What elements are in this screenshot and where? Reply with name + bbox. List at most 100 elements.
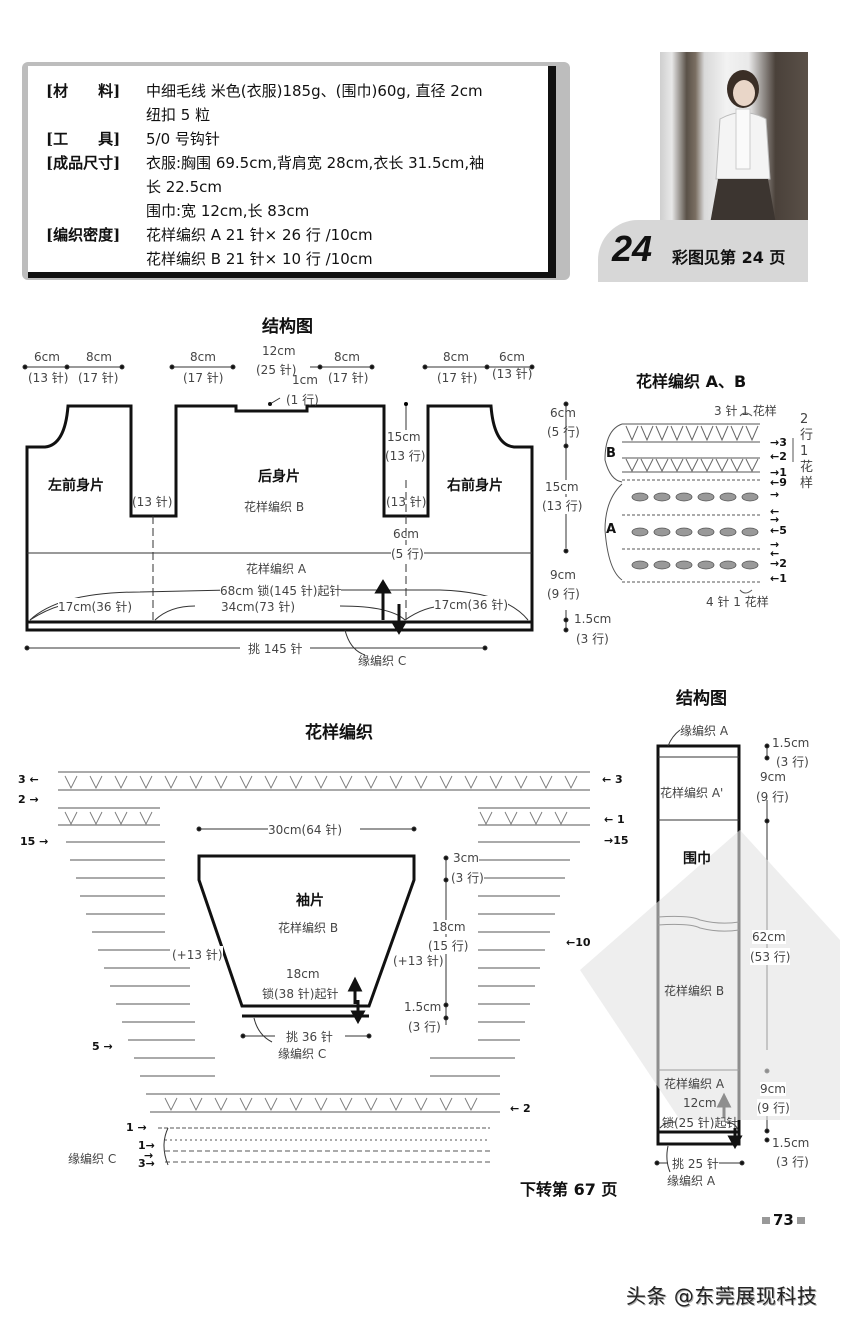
armhole-depth: 15cm (387, 430, 421, 444)
scarf-dim-rows: (3 行) (776, 755, 809, 769)
row-mark: ←2 (770, 450, 787, 463)
armhole-base: 6cm (393, 527, 419, 541)
pattern-b-label: 花样编织 B (244, 500, 305, 514)
dim-left-shoulder: 6cm (34, 350, 60, 364)
scarf-dim: 9cm (760, 1082, 786, 1096)
source-watermark: 头条 @东莞展现科技 (626, 1284, 818, 1308)
sleeve-piece-label: 袖片 (296, 893, 324, 909)
pickup-label: 挑 145 针 (248, 640, 303, 657)
row-mark-right: ←10 (566, 936, 591, 949)
size-row: 围巾:宽 12cm,长 83cm (146, 202, 310, 220)
dim-right-neck-st: (17 针) (437, 371, 478, 385)
scarf-bottom-edge: 缘编织 A (667, 1174, 716, 1188)
scarf-pickup: 挑 25 针 (672, 1155, 719, 1172)
scarf-pattern-b: 花样编织 B (664, 984, 725, 998)
dim-right-shoulder-st: (13 针) (492, 367, 533, 381)
scarf-width: 12cm (683, 1096, 717, 1110)
row-mark-right: ← 1 (604, 813, 625, 826)
sleeve-chain-label: 锁(38 针)起针 (262, 987, 339, 1001)
girl-figure-icon (710, 70, 776, 244)
right-dim-4: 1.5cm (574, 612, 612, 626)
dim-left-neck-st: (17 针) (78, 371, 119, 385)
row-mark: ←9 (770, 476, 787, 489)
right-front-label: 右前身片 (447, 478, 503, 494)
edging-row-mark: 1→ (138, 1139, 155, 1152)
right-dim-3: 9cm (550, 568, 576, 582)
sleeve-cap-rows: (3 行) (451, 869, 484, 886)
project-number: 24 (612, 228, 653, 269)
row-mark-right: →15 (604, 834, 629, 847)
scarf-dim-rows: (9 行) (757, 1099, 790, 1116)
scarf-dim: 62cm (752, 930, 786, 944)
row-mark: →3 (770, 436, 787, 449)
bottom-mid-dim: 34cm(73 针) (221, 598, 296, 615)
gauge-row: [编织密度]花样编织 A 21 针× 26 行 /10cm (46, 226, 373, 244)
sleeve-inc-left: (+13 针) (172, 946, 223, 963)
materials-row: 纽扣 5 粒 (146, 106, 211, 124)
row-mark: → (770, 513, 780, 526)
right-dim-3-rows: (9 行) (547, 587, 580, 601)
continued-on-page: 下转第 67 页 (520, 1180, 618, 1199)
row-mark-left: 5 → (92, 1040, 113, 1053)
sleeve-chart-title: 花样编织 (305, 723, 373, 743)
scarf-pattern-a-prime: 花样编织 A' (660, 786, 724, 800)
scarf-chain: 锁(25 针)起针 (662, 1116, 739, 1130)
armhole-left-st: (13 针) (132, 495, 173, 509)
right-dim-1: 6cm (550, 406, 576, 420)
dim-back-neck: 12cm (262, 344, 296, 358)
dim-neck-drop: 1cm (292, 373, 318, 387)
dim-back-shoulder-right: 8cm (334, 350, 360, 364)
edging-c-label: 缘编织 C (358, 654, 407, 668)
dim-back-shoulder-left-st: (17 针) (183, 371, 224, 385)
sleeve-cap: 3cm (453, 851, 479, 865)
tools-row: [工 具]5/0 号钩针 (46, 130, 220, 148)
right-dim-2-rows: (13 行) (542, 497, 583, 514)
scarf-dim: 9cm (760, 770, 786, 784)
dim-left-neck: 8cm (86, 350, 112, 364)
project-badge (598, 220, 808, 282)
model-photo (660, 52, 808, 245)
repeat-bottom-label: 4 针 1 花样 (706, 595, 769, 609)
section-a-label: A (606, 522, 617, 537)
row-mark: →2 (770, 557, 787, 570)
row-mark-left: 1 → (126, 1121, 147, 1134)
left-front-label: 左前身片 (48, 478, 104, 494)
page-marker-icon (796, 1216, 805, 1224)
color-photo-reference: 彩图见第 24 页 (672, 248, 786, 267)
sleeve-inc-right: (+13 针) (393, 952, 444, 969)
armhole-base-rows: (5 行) (391, 545, 424, 562)
row-mark-right: ← 3 (602, 773, 623, 786)
row-mark: →1 (770, 466, 787, 479)
sleeve-width-top: 30cm(64 针) (268, 821, 343, 838)
row-mark-left: 2 → (18, 793, 39, 806)
materials-row: [材 料]中细毛线 米色(衣服)185g、(围巾)60g, 直径 2cm (46, 82, 483, 100)
chain-start-label: 68cm 锁(145 针)起针 (220, 582, 342, 599)
row-mark: ← (770, 505, 780, 518)
sleeve-length: 18cm (432, 920, 466, 934)
dim-right-neck: 8cm (443, 350, 469, 364)
row-mark-left: 15 → (20, 835, 49, 848)
edging-c-chart-label: 缘编织 C (68, 1152, 117, 1166)
armhole-depth-rows: (13 行) (385, 449, 426, 463)
materials-box: [材 料]中细毛线 米色(衣服)185g、(围巾)60g, 直径 2cm 纽扣 … (28, 66, 556, 278)
size-row: 长 22.5cm (146, 178, 223, 196)
edging-row-mark: → (144, 1149, 154, 1162)
bottom-right-dim: 17cm(36 针) (434, 596, 509, 613)
sleeve-chain-cm: 18cm (286, 967, 320, 981)
scarf-diagram-title: 结构图 (676, 689, 727, 709)
page-marker-icon (762, 1216, 770, 1224)
size-row: [成品尺寸]衣服:胸围 69.5cm,背肩宽 28cm,衣长 31.5cm,袖 (46, 154, 485, 172)
row-mark: ← (770, 547, 780, 560)
section-b-label: B (606, 446, 616, 461)
sleeve-edge-rows: (3 行) (408, 1018, 441, 1035)
sleeve-pickup: 挑 36 针 (286, 1030, 333, 1044)
scarf-dim-rows: (9 行) (756, 790, 789, 804)
dim-right-shoulder: 6cm (499, 350, 525, 364)
scarf-dim-rows: (53 行) (750, 948, 791, 965)
right-dim-4-rows: (3 行) (576, 632, 609, 646)
row-mark: → (770, 488, 780, 501)
sleeve-pattern-label: 花样编织 B (278, 921, 339, 935)
stitch-chart-ab-title: 花样编织 A、B (636, 372, 747, 391)
edging-row-mark: 3→ (138, 1157, 155, 1170)
